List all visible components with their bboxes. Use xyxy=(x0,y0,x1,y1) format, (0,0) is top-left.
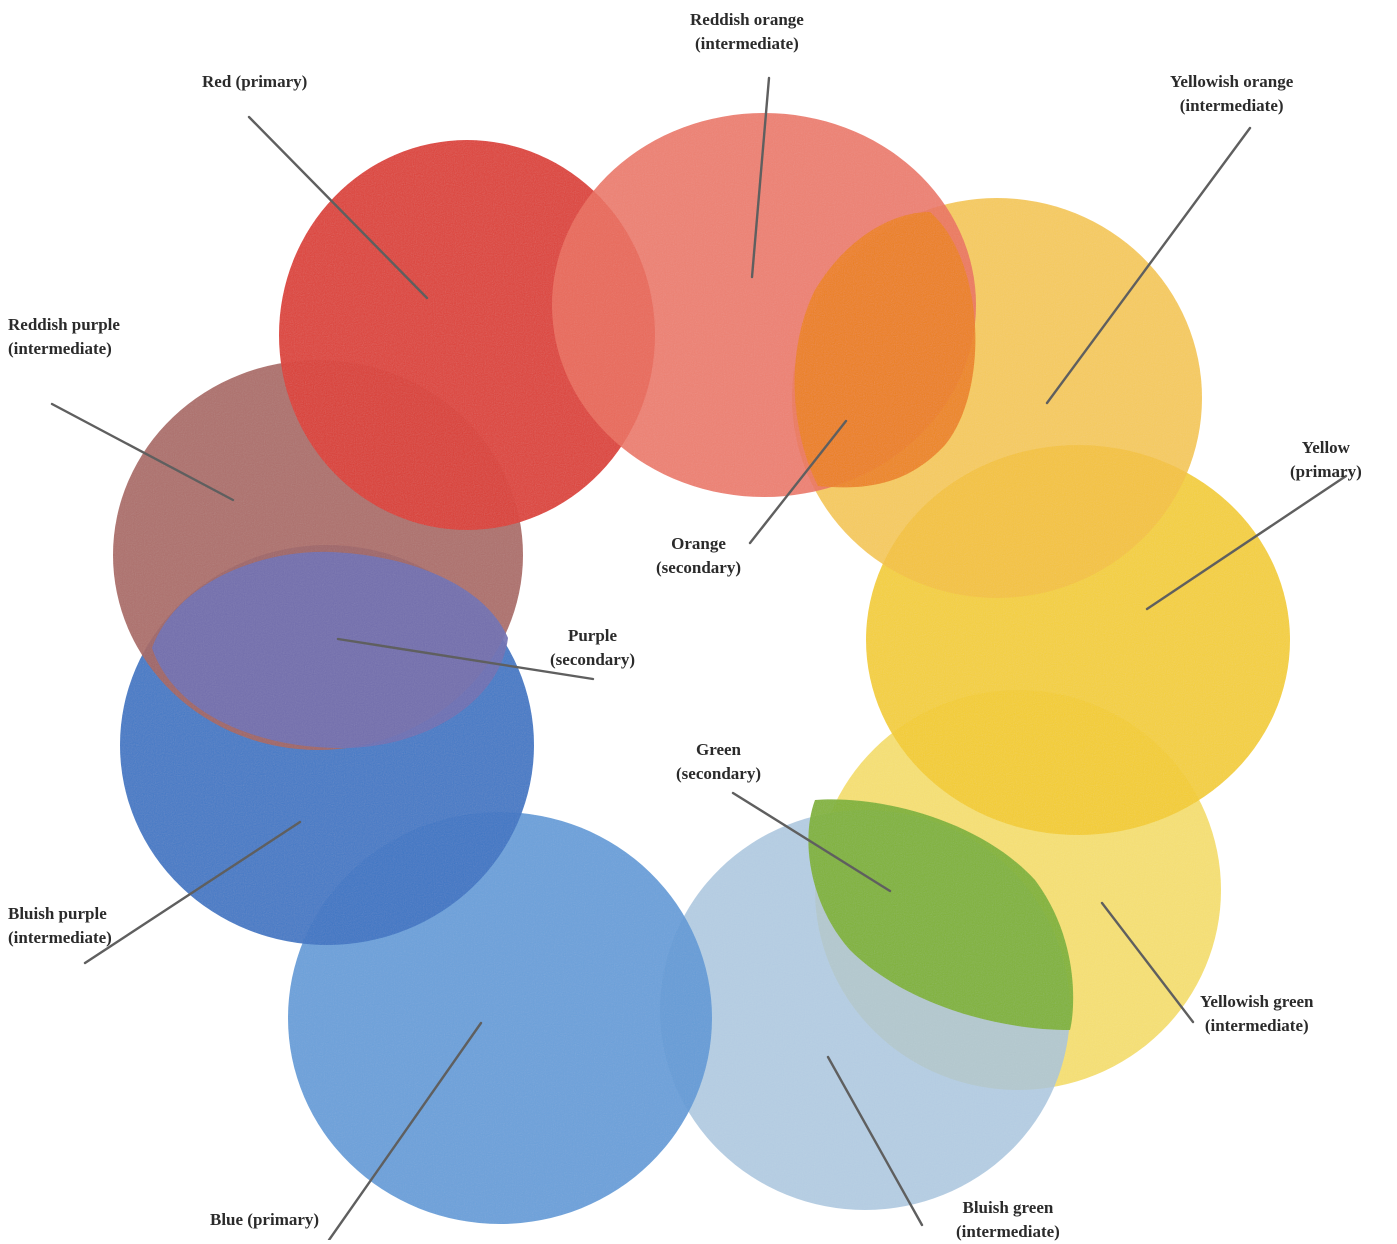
label-reddish-orange-line2: (intermediate) xyxy=(694,34,799,53)
leader-lines xyxy=(50,76,1348,1240)
leader-line-green xyxy=(731,791,892,893)
leader-line-reddish-orange xyxy=(750,76,771,279)
label-reddish-orange-intermediate: Reddish orange (intermediate) xyxy=(690,8,804,56)
leader-line-bluish-purple xyxy=(83,820,302,965)
green-overlap xyxy=(808,799,1074,1030)
label-bluish-green-intermediate: Bluish green (intermediate) xyxy=(956,1196,1060,1244)
label-bluish-purple-line1: Bluish purple xyxy=(8,904,107,923)
orange-overlap xyxy=(794,212,976,488)
leader-line-red xyxy=(247,115,429,300)
leader-line-orange xyxy=(748,419,848,545)
leader-line-bluish-green xyxy=(826,1055,924,1227)
label-reddish-orange-line1: Reddish orange xyxy=(690,10,804,29)
label-green-line2: (secondary) xyxy=(676,764,761,783)
label-bluish-purple-intermediate: Bluish purple (intermediate) xyxy=(8,902,112,950)
label-red-primary: Red (primary) xyxy=(202,70,307,94)
label-orange-secondary: Orange (secondary) xyxy=(656,532,741,580)
label-reddish-purple-intermediate: Reddish purple (intermediate) xyxy=(8,313,120,361)
label-reddish-purple-line1: Reddish purple xyxy=(8,315,120,334)
leader-line-reddish-purple xyxy=(50,402,235,502)
purple-overlap xyxy=(152,551,508,749)
label-purple-secondary: Purple (secondary) xyxy=(550,624,635,672)
label-green-secondary: Green (secondary) xyxy=(676,738,761,786)
label-orange-line2: (secondary) xyxy=(656,558,741,577)
leader-line-yellowish-green xyxy=(1100,901,1195,1024)
label-yellowish-green-line2: (intermediate) xyxy=(1204,1016,1309,1035)
label-reddish-purple-line2: (intermediate) xyxy=(8,339,112,358)
label-purple-line1: Purple xyxy=(567,626,618,645)
label-purple-line2: (secondary) xyxy=(550,650,635,669)
label-red-line1: Red (primary) xyxy=(202,72,308,91)
label-yellowish-orange-intermediate: Yellowish orange (intermediate) xyxy=(1170,70,1293,118)
label-bluish-purple-line2: (intermediate) xyxy=(8,928,112,947)
leader-line-yellow xyxy=(1145,474,1348,611)
label-yellow-line1: Yellow xyxy=(1301,438,1350,457)
red-disc xyxy=(279,140,655,530)
label-yellowish-green-intermediate: Yellowish green (intermediate) xyxy=(1200,990,1314,1038)
leader-line-yellowish-orange xyxy=(1045,126,1252,405)
label-orange-line1: Orange xyxy=(671,534,726,553)
leader-line-blue xyxy=(327,1021,483,1240)
label-yellowish-orange-line2: (intermediate) xyxy=(1179,96,1284,115)
label-yellowish-green-line1: Yellowish green xyxy=(1200,992,1314,1011)
label-bluish-green-line1: Bluish green xyxy=(962,1198,1054,1217)
label-yellowish-orange-line1: Yellowish orange xyxy=(1170,72,1294,91)
label-bluish-green-line2: (intermediate) xyxy=(956,1222,1060,1241)
label-blue-primary: Blue (primary) xyxy=(210,1208,319,1232)
label-green-line1: Green xyxy=(695,740,741,759)
label-yellow-primary: Yellow (primary) xyxy=(1290,436,1362,484)
leader-line-purple xyxy=(336,637,595,681)
label-blue-line1: Blue (primary) xyxy=(210,1210,320,1229)
label-yellow-line2: (primary) xyxy=(1290,462,1362,481)
